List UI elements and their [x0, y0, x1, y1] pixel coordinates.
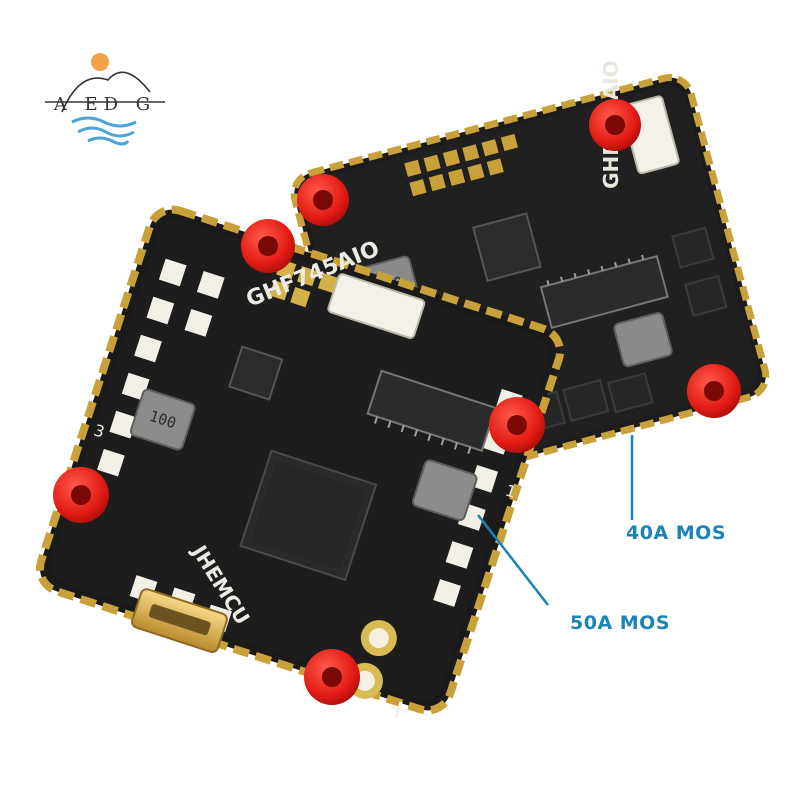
back-driver-chip	[539, 254, 669, 330]
back-mcu-chip	[472, 212, 542, 283]
brand-logo: A ED G	[45, 53, 165, 146]
logo-text: A ED G	[53, 94, 156, 115]
logo-sun	[91, 53, 109, 71]
callout-line-50a	[477, 514, 549, 606]
logo-mountain	[61, 71, 151, 113]
back-gold-pads	[404, 133, 518, 197]
front-inductor-right	[411, 459, 478, 522]
front-inductor-left	[129, 388, 196, 451]
back-inductor-right	[613, 312, 673, 368]
front-board-grommets	[53, 219, 545, 705]
front-flight-controller-board: 100 GHF745AIO JHEMCU 1 2 3 +	[35, 205, 565, 727]
front-connector	[327, 273, 426, 339]
back-board-grommets	[297, 99, 741, 418]
callout-label-40a-mos: 40A MOS	[626, 522, 727, 544]
front-driver-chip	[366, 369, 497, 452]
front-small-chip	[227, 345, 284, 401]
front-power-pads	[346, 620, 397, 699]
callout-label-50a-mos: 50A MOS	[570, 612, 671, 634]
logo-waves	[71, 116, 137, 146]
